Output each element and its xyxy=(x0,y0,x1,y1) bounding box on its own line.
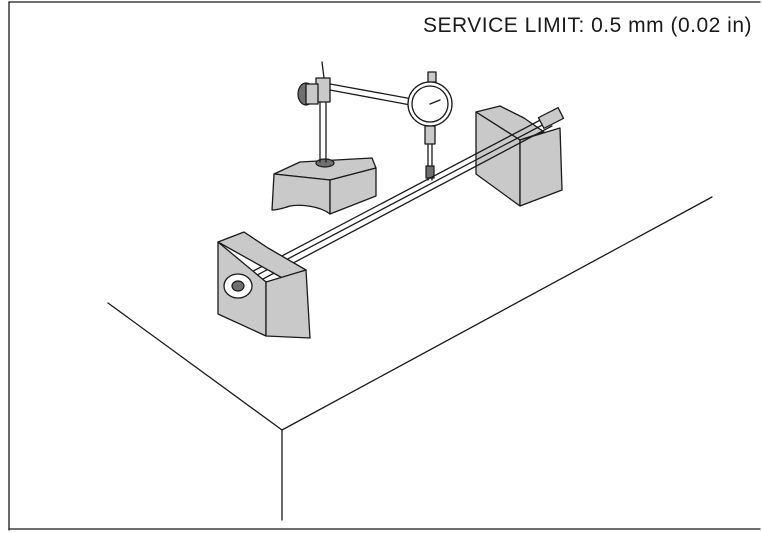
service-limit-label: SERVICE LIMIT: 0.5 mm (0.02 in) xyxy=(422,14,752,37)
figure-frame xyxy=(8,1,761,531)
surface-plate xyxy=(107,196,713,521)
shaft xyxy=(239,107,565,289)
shaft-end-cap xyxy=(223,273,253,299)
magnetic-base xyxy=(271,157,377,215)
dial-indicator xyxy=(407,71,453,181)
v-block-rear xyxy=(475,105,563,207)
stand-post xyxy=(297,61,331,163)
stand-arm xyxy=(329,83,419,107)
